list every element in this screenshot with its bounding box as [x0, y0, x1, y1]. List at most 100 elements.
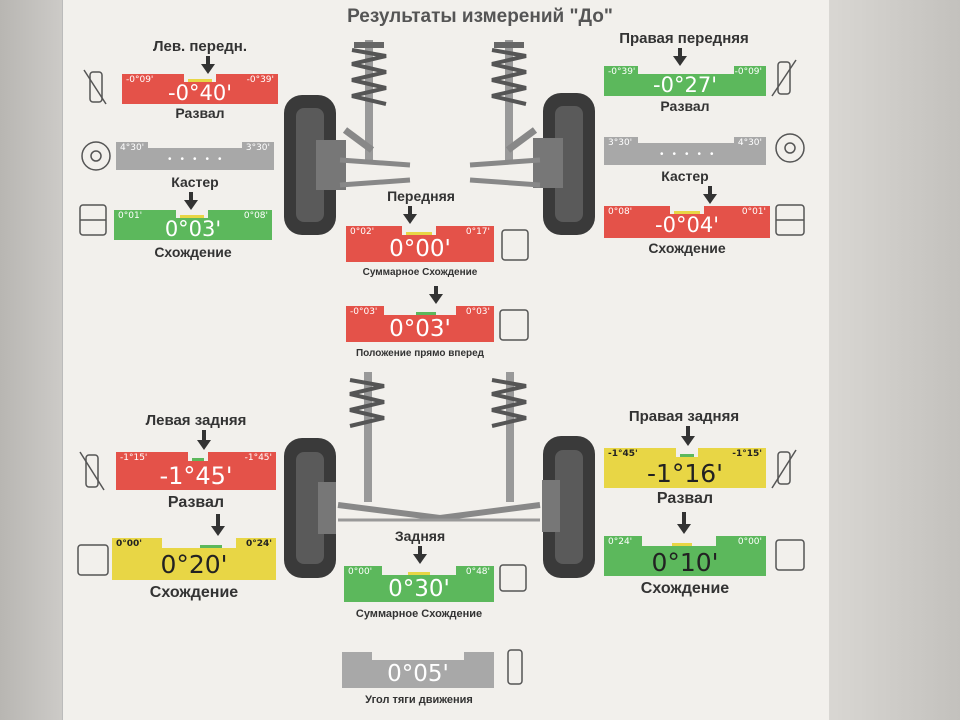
- rear-left-toe-gauge: 0°00' 0°24' 0°20': [112, 538, 276, 580]
- gauge-target-zone: [672, 543, 692, 546]
- gauge-notch: [384, 306, 456, 315]
- front-left-toe-arrow-stem: [189, 192, 193, 202]
- gauge-notch: [188, 452, 208, 461]
- gauge-target-zone: [416, 312, 436, 315]
- front-left-camber-gauge: -0°09' -0°39' -0°40': [122, 74, 278, 105]
- straight-ahead-gauge: -0°03' 0°03' 0°03': [346, 306, 494, 342]
- gauge-max: -0°09': [734, 67, 762, 77]
- front-left-header: Лев. передн.: [152, 38, 248, 55]
- gauge-notch: [162, 538, 236, 548]
- gauge-min: -1°15': [120, 453, 148, 463]
- gauge-min: -0°03': [350, 307, 378, 317]
- gauge-value: -0°04': [655, 213, 719, 237]
- front-right-camber-label: Развал: [660, 98, 710, 114]
- gauge-min: 3°30': [608, 138, 633, 148]
- gauge-max: 4°30': [737, 138, 762, 148]
- front-right-caster-gauge: 3°30' 4°30' •••••: [604, 137, 766, 165]
- front-left-caster-label: Кастер: [171, 174, 219, 190]
- rear-right-camber-arrow-stem: [686, 426, 690, 438]
- rear-right-camber-label: Развал: [656, 490, 714, 507]
- gauge-value: 0°00': [389, 236, 451, 262]
- front-left-caster-gauge: 4°30' 3°30' •••••: [116, 142, 274, 170]
- gauge-target-zone: [674, 211, 700, 214]
- left-shadow: [0, 0, 70, 720]
- front-right-camber-arrow-stem: [678, 48, 682, 58]
- thrust-angle-label: Угол тяги движения: [365, 694, 473, 706]
- rear-total-toe-gauge: 0°00' 0°48' 0°30': [344, 566, 494, 602]
- gauge-notch: [372, 652, 464, 660]
- straight-ahead-arrow-icon: [429, 294, 443, 304]
- gauge-notch: [402, 226, 436, 235]
- thrust-angle-gauge: 0°05': [342, 652, 494, 688]
- gauge-min: -1°45': [608, 449, 638, 459]
- gauge-value: 0°10': [651, 548, 719, 577]
- rear-right-toe-arrow-icon: [677, 524, 691, 534]
- gauge-max: 0°24': [245, 539, 272, 549]
- rear-total-toe-arrow-icon: [413, 554, 427, 564]
- gauge-ticks: •••••: [168, 154, 231, 165]
- rear-center-header: Задняя: [394, 528, 446, 544]
- gauge-max: 0°03': [465, 307, 490, 317]
- rear-right-camber-gauge: -1°45' -1°15' -1°16': [604, 448, 766, 488]
- gauge-max: 0°48': [465, 567, 490, 577]
- gauge-max: -1°45': [244, 453, 272, 463]
- gauge-min: 0°01': [118, 211, 143, 221]
- front-total-toe-arrow-stem: [408, 206, 412, 216]
- gauge-notch: [638, 137, 734, 143]
- front-right-toe-arrow-stem: [708, 186, 712, 196]
- rear-left-camber-arrow-stem: [202, 430, 206, 442]
- rear-total-toe-arrow-stem: [418, 546, 422, 556]
- front-total-toe-arrow-icon: [403, 214, 417, 224]
- gauge-target-zone: [192, 458, 204, 461]
- gauge-max: 0°00': [737, 537, 762, 547]
- straight-ahead-arrow-stem: [434, 286, 438, 296]
- gauge-min: 0°02': [350, 227, 375, 237]
- gauge-target-zone: [408, 572, 430, 575]
- gauge-notch: [176, 210, 208, 218]
- front-right-camber-arrow-icon: [673, 56, 687, 66]
- gauge-min: -0°09': [126, 75, 154, 85]
- gauge-target-zone: [200, 545, 222, 548]
- gauge-notch: [676, 448, 698, 457]
- gauge-value: 0°05': [387, 661, 449, 687]
- gauge-value: 0°30': [388, 576, 450, 602]
- rear-total-toe-label: Суммарное Схождение: [355, 608, 483, 620]
- rear-left-camber-label: Развал: [167, 494, 225, 511]
- gauge-max: 0°08': [243, 211, 268, 221]
- front-right-camber-gauge: -0°39' -0°09' -0°27': [604, 66, 766, 97]
- right-shadow: [828, 0, 960, 720]
- gauge-min: 0°08': [608, 207, 633, 217]
- gauge-min: 0°24': [608, 537, 633, 547]
- front-center-header: Передняя: [387, 188, 455, 204]
- front-total-toe-gauge: 0°02' 0°17' 0°00': [346, 226, 494, 262]
- rear-left-camber-gauge: -1°15' -1°45' -1°45': [116, 452, 276, 490]
- gauge-min: 0°00': [116, 539, 143, 549]
- front-left-camber-arrow-icon: [201, 64, 215, 74]
- gauge-ticks: •••••: [660, 149, 723, 160]
- report-title: Результаты измерений "До": [347, 6, 613, 27]
- gauge-max: -1°15': [732, 449, 762, 459]
- gauge-target-zone: [680, 454, 694, 457]
- rear-left-toe-label: Схождение: [149, 584, 239, 601]
- gauge-max: -0°39': [246, 75, 274, 85]
- gauge-value: -0°27': [653, 73, 717, 97]
- gauge-notch: [148, 142, 242, 148]
- front-left-toe-gauge: 0°01' 0°08' 0°03': [114, 210, 272, 241]
- gauge-notch: [184, 74, 216, 82]
- front-right-caster-label: Кастер: [661, 168, 709, 184]
- rear-right-toe-label: Схождение: [640, 580, 730, 597]
- rear-left-header: Левая задняя: [145, 412, 247, 429]
- front-right-toe-arrow-icon: [703, 194, 717, 204]
- gauge-value: 0°03': [164, 217, 222, 241]
- front-left-toe-arrow-icon: [184, 200, 198, 210]
- gauge-min: 4°30': [120, 143, 145, 153]
- front-right-toe-label: Схождение: [648, 240, 726, 256]
- front-left-toe-label: Схождение: [154, 244, 232, 260]
- rear-right-toe-arrow-stem: [682, 512, 686, 526]
- straight-ahead-label: Положение прямо вперед: [355, 348, 485, 359]
- rear-left-camber-arrow-icon: [197, 440, 211, 450]
- rear-right-toe-gauge: 0°24' 0°00' 0°10': [604, 536, 766, 577]
- gauge-value: -0°40': [168, 81, 232, 105]
